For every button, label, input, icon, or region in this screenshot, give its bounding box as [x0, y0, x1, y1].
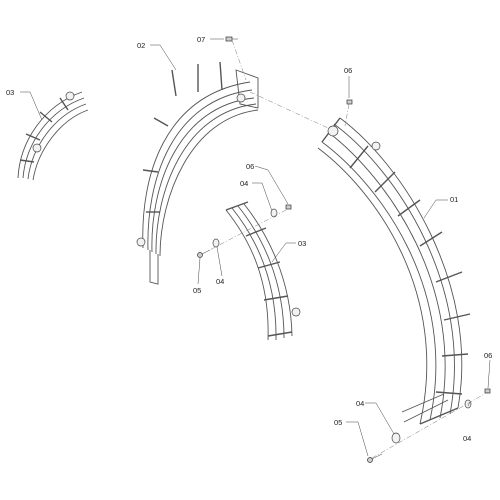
mount-bracket [32, 143, 42, 153]
mount-bracket [291, 307, 301, 317]
bolt-05-bottom [367, 453, 383, 463]
part-01-large-cage-guard [317, 117, 471, 425]
screw-07 [225, 36, 238, 42]
mount-bracket [371, 141, 381, 151]
mount-bracket [327, 125, 339, 137]
callout-05-bottom: 05 [334, 418, 342, 427]
hardware-set [197, 36, 491, 463]
mount-bracket [136, 237, 146, 247]
callout-leaders [20, 38, 491, 457]
callout-04-center-lower: 04 [216, 277, 224, 286]
callout-03-center: 03 [298, 239, 306, 248]
nut-06-center [285, 204, 292, 210]
callout-05-center: 05 [193, 286, 201, 295]
callout-06-top: 06 [344, 66, 352, 75]
mount-bracket [236, 93, 246, 103]
callout-04-center-upper: 04 [240, 179, 248, 188]
callout-labels: 03 02 07 06 01 06 04 03 05 04 06 04 05 0… [6, 35, 492, 443]
washer-04-center-lower [212, 238, 220, 248]
washer-04-center-upper [270, 208, 278, 218]
callout-07: 07 [197, 35, 205, 44]
part-03-small-cage-guard-center [225, 201, 301, 341]
callout-01: 01 [450, 195, 458, 204]
nut-06-bottom [484, 388, 491, 394]
mount-bracket [65, 91, 75, 101]
callout-04-bottom-right: 04 [463, 434, 471, 443]
washer-04-bottom-right [464, 399, 472, 409]
assembly-center-lines [201, 39, 489, 459]
callout-06-bottom: 06 [484, 351, 492, 360]
callout-03-left: 03 [6, 88, 14, 97]
part-03-small-cage-guard-left [17, 91, 89, 181]
nut-06-top [346, 99, 353, 105]
callout-04-bottom-left: 04 [356, 399, 364, 408]
bolt-05-center [197, 249, 211, 258]
part-02-upper-cage-guard [136, 61, 259, 285]
washer-04-bottom-left [391, 432, 401, 444]
callout-06-center: 06 [246, 162, 254, 171]
callout-02: 02 [137, 41, 145, 50]
